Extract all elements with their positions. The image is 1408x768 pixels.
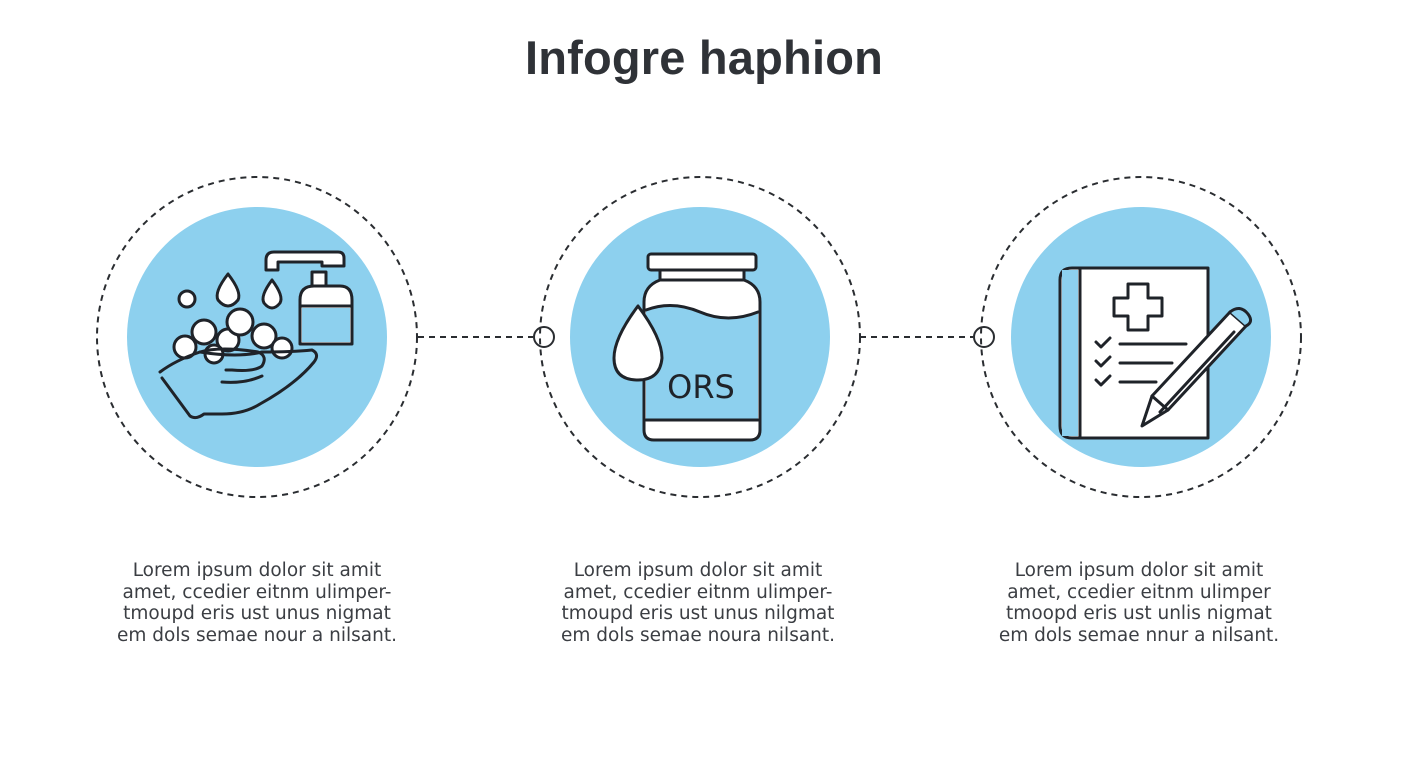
step-2-caption: Lorem ipsum dolor sit amit amet, ccedier…	[528, 560, 868, 646]
medical-record-icon	[1058, 266, 1253, 440]
caption-line: Lorem ipsum dolor sit amit	[573, 560, 823, 581]
caption-line: Lorem ipsum dolor sit amit	[132, 560, 382, 581]
page-title: Infogre haphion	[524, 31, 884, 84]
caption-line: amet, ccedier eitnm ulimper-	[563, 581, 833, 603]
step-3-caption: Lorem ipsum dolor sit amit amet, ccedier…	[969, 560, 1309, 646]
caption-line: Lorem ipsum dolor sit amit	[1014, 560, 1264, 581]
step-2-outer-ring	[539, 176, 861, 498]
caption-line: em dols semae nour a nilsant.	[117, 624, 397, 646]
ors-jar-icon	[612, 252, 762, 442]
ors-label: ORS	[667, 368, 735, 406]
caption-line: amet, ccedier eitnm ulimper	[1007, 581, 1271, 603]
caption-line: tmoupd eris ust unus nigmat	[123, 603, 391, 624]
step-1-caption: Lorem ipsum dolor sit amit amet, ccedier…	[87, 560, 427, 646]
caption-line: em dols semae nnur a nilsant.	[998, 624, 1280, 646]
connector-2	[860, 326, 995, 348]
step-3	[980, 176, 1302, 498]
caption-line: tmoupd eris ust unus nilgmat	[561, 603, 835, 624]
connector-node-2	[973, 326, 995, 348]
connector-node-1	[533, 326, 555, 348]
caption-line: tmoopd eris ust unlis nigmat	[1006, 603, 1272, 624]
step-1	[96, 176, 418, 498]
caption-line: amet, ccedier eitnm ulimper-	[122, 581, 392, 603]
step-1-outer-ring	[96, 176, 418, 498]
connector-1	[418, 326, 555, 348]
step-3-outer-ring	[980, 176, 1302, 498]
hand-washing-icon	[158, 250, 354, 420]
caption-line: em dols semae noura nilsant.	[560, 624, 836, 646]
step-2: ORS	[539, 176, 861, 498]
